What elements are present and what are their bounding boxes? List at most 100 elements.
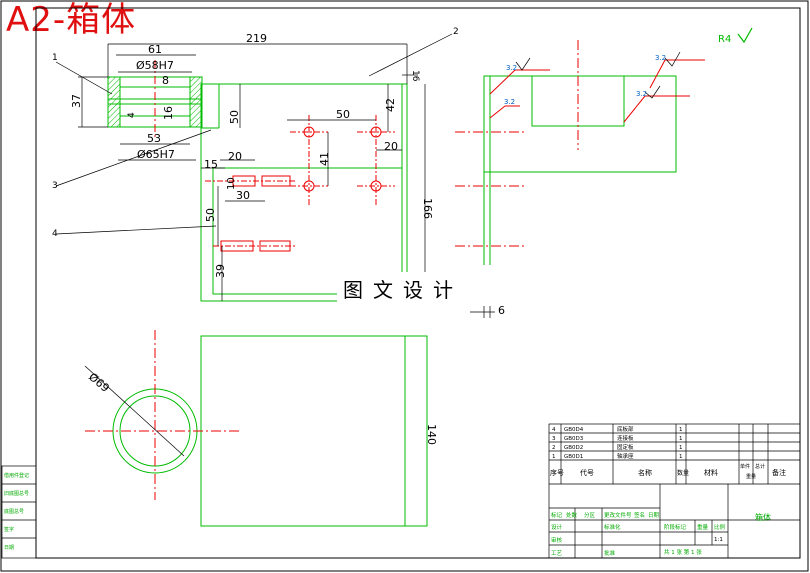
callout-1: 1 — [52, 53, 58, 63]
callout-4: 4 — [52, 229, 58, 239]
roughness-label-2: 3.2 — [504, 98, 515, 106]
side-view-centerlines — [455, 40, 579, 247]
inner-border — [35, 7, 801, 559]
dim-42: 42 — [384, 98, 397, 112]
dim-50-horizontal: 50 — [336, 108, 350, 121]
roughness-label-1: 3.2 — [506, 64, 517, 72]
dim-10: 10 — [226, 177, 237, 190]
label-stage-marks: 阶段标记 — [664, 523, 687, 531]
dim-20-right: 20 — [384, 140, 398, 153]
header-material: 材料 — [704, 468, 718, 477]
label-date: 日期 — [648, 512, 660, 519]
header-remarks: 备注 — [772, 468, 786, 477]
sheet-title: A2-箱体 — [6, 0, 136, 40]
title-block-lines — [548, 423, 801, 559]
strip-label-2: 旧底图总号 — [4, 490, 29, 497]
header-unit-weight: 单件 — [740, 463, 750, 470]
roughness-symbols — [515, 51, 681, 99]
label-sheet-info: 共 1 张 第 1 张 — [664, 548, 702, 556]
dim-15: 15 — [204, 158, 218, 171]
roughness-labels: 3.2 3.2 3.2 3.2 — [504, 54, 666, 106]
dimension-lines — [78, 43, 426, 301]
bom-row-4-code: GB0D4 — [564, 427, 584, 433]
dim-6: 6 — [498, 304, 505, 317]
front-view — [200, 83, 408, 302]
bottom-view-centerlines — [85, 330, 242, 500]
roughness-label-3: 3.2 — [636, 90, 647, 98]
bom-row-2-qty: 1 — [679, 445, 683, 451]
bom-headers: 序号 代号 名称 数量 材料 单件 总计 重量 备注 — [550, 463, 786, 480]
bom-row-3-code: GB0D3 — [564, 436, 584, 442]
label-tb-weight: 重量 — [697, 523, 709, 531]
dia69-leader — [84, 365, 185, 457]
strip-label-1: 借用件登记 — [4, 472, 29, 479]
dimension-texts: 219 61 Ø58H7 8 16 4 37 53 Ø65H7 50 50 42… — [70, 32, 505, 445]
left-strip-labels: 借用件登记 旧底图总号 底图总号 签字 日期 — [4, 472, 29, 551]
dim-50-vertical: 50 — [228, 110, 241, 124]
dim-219: 219 — [246, 32, 267, 45]
label-approve: 批准 — [604, 549, 616, 557]
dim-16-top: 16 — [410, 70, 420, 82]
dim-bore-top: Ø58H7 — [136, 59, 174, 72]
bom-row-3-no: 3 — [552, 436, 556, 442]
dim-53: 53 — [147, 132, 161, 145]
bom-row-1-code: GB0D1 — [564, 454, 583, 460]
label-change-doc: 更改文件号 — [604, 511, 632, 519]
label-count: 处数 — [566, 511, 578, 519]
label-design: 设计 — [551, 523, 563, 531]
header-name: 名称 — [638, 468, 652, 477]
label-zone: 分区 — [584, 511, 596, 519]
strip-label-4: 签字 — [4, 526, 14, 533]
label-scale-value: 1:1 — [714, 537, 723, 543]
general-roughness: R4 — [718, 27, 753, 45]
dim-4: 4 — [127, 112, 137, 118]
dim-20-left: 20 — [228, 150, 242, 163]
sheet-size: A2 — [6, 0, 53, 40]
bom-row-2-no: 2 — [552, 445, 556, 451]
side-surface-marks — [489, 59, 705, 123]
dim-50-left: 50 — [204, 208, 217, 222]
label-process: 工艺 — [551, 550, 563, 557]
watermark: 图文设计 — [337, 272, 469, 305]
strip-label-3: 底图总号 — [4, 508, 24, 515]
dim-8: 8 — [162, 74, 169, 87]
left-strip — [1, 465, 37, 559]
title-dash: - — [52, 0, 67, 40]
bom-row-1-no: 1 — [552, 454, 556, 460]
bom-row-4-name: 底板部 — [617, 425, 634, 433]
general-roughness-check-icon — [737, 27, 753, 44]
dim-41: 41 — [318, 152, 331, 166]
callout-3: 3 — [52, 181, 58, 191]
header-qty: 数量 — [677, 469, 689, 477]
dim-30: 30 — [236, 189, 250, 202]
bom-row-4-no: 4 — [552, 427, 556, 433]
dim-37: 37 — [70, 94, 83, 108]
header-no: 序号 — [550, 468, 564, 477]
bom-row-4-qty: 1 — [679, 427, 683, 433]
label-mark: 标记 — [551, 511, 563, 519]
roughness-label-4: 3.2 — [655, 54, 666, 62]
label-standard: 标准化 — [604, 523, 621, 531]
dim-61: 61 — [148, 43, 162, 56]
bom-row-1-name: 轴承座 — [617, 452, 634, 460]
bom-row-2-code: GB0D2 — [564, 445, 583, 451]
label-sign: 签名 — [634, 511, 645, 519]
bom-table: 4 GB0D4 底板部 1 3 GB0D3 连接板 1 2 GB0D2 固定板 … — [552, 425, 683, 460]
dim-166: 166 — [421, 198, 434, 219]
dim-39: 39 — [214, 264, 227, 278]
header-total-weight: 总计 — [755, 463, 765, 470]
title-block-labels: 标记 处数 分区 更改文件号 签名 日期 设计 标准化 审核 工艺 批准 阶段标… — [551, 511, 726, 557]
callout-leaders — [55, 33, 453, 235]
title-block-drawing-name: 箱体 — [755, 512, 771, 522]
bom-row-3-qty: 1 — [679, 436, 683, 442]
front-view-holes — [205, 115, 395, 252]
dim-bore-bottom: Ø65H7 — [137, 148, 175, 161]
drawing-title: 箱体 — [66, 0, 137, 40]
dim-140: 140 — [425, 424, 438, 445]
label-check: 审核 — [551, 536, 563, 544]
bom-row-3-name: 连接板 — [617, 434, 634, 442]
bom-row-2-name: 固定板 — [617, 443, 634, 451]
dim-16: 16 — [162, 106, 175, 120]
